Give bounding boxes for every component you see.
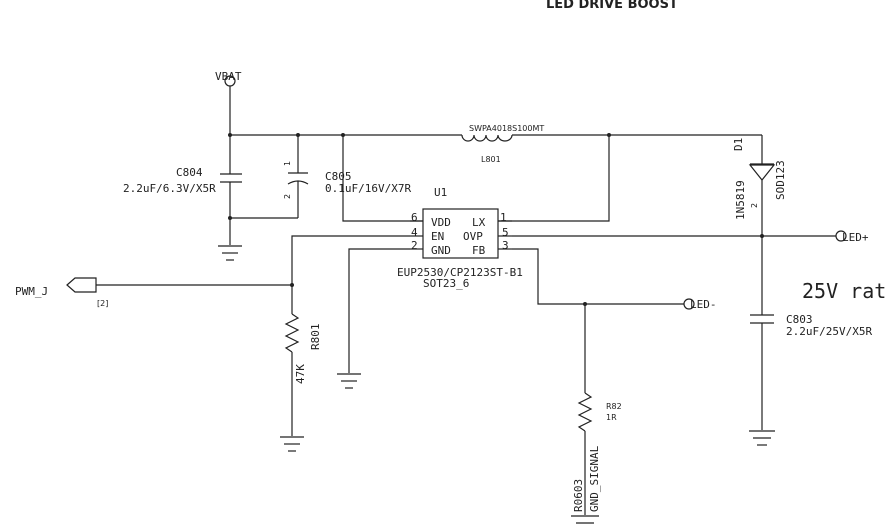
vbat-label: VBAT	[215, 70, 242, 83]
u1-ref: U1	[434, 186, 447, 199]
u1-pin-en: EN	[431, 230, 444, 243]
pwm-ref: [2]	[97, 299, 108, 308]
c803-ground	[749, 430, 775, 446]
r801-resistor	[284, 285, 300, 436]
d1-ref: D1	[732, 138, 745, 151]
c804-capacitor	[220, 135, 242, 245]
c803-capacitor	[750, 236, 774, 430]
u1-pin-vdd: VDD	[431, 216, 451, 229]
u1-part: EUP2530/CP2123ST-B1	[397, 266, 523, 279]
gnd-signal-label: GND_SIGNAL	[588, 445, 601, 512]
c805-ref: C805	[325, 170, 352, 183]
c803-ref: C803	[786, 313, 813, 326]
c804-value: 2.2uF/6.3V/X5R	[123, 182, 216, 195]
l801-ref: L801	[481, 155, 501, 164]
r82-ref: R82	[606, 402, 622, 411]
pwm-label: PWM_J	[15, 285, 48, 298]
u1-package: SOT23_6	[423, 277, 469, 290]
r82-resistor	[577, 304, 593, 515]
ic-ground	[337, 373, 361, 389]
u1-pin-num-en: 4	[411, 226, 418, 239]
c805-pin2: 2	[283, 194, 292, 199]
c803-value: 2.2uF/25V/X5R	[786, 325, 872, 338]
c804-ground	[218, 245, 242, 261]
c804-ref: C804	[176, 166, 203, 179]
top-rail-wire	[228, 133, 762, 137]
u1-pin-num-fb: 3	[502, 239, 509, 252]
u1-pin-fb: FB	[472, 244, 486, 257]
c805-pin1: 1	[283, 161, 292, 166]
led-plus-wire	[512, 230, 847, 242]
d1-diode	[748, 135, 776, 236]
led-minus-wire	[512, 248, 695, 310]
u1-ic	[410, 208, 512, 259]
l801-value: SWPA4018S100MT	[469, 124, 544, 133]
u1-pin-num-gnd: 2	[411, 239, 418, 252]
d1-pin2: 2	[750, 203, 759, 208]
pwm-port	[66, 277, 294, 293]
led-plus-label: LED+	[842, 231, 869, 244]
l801-inductor	[461, 134, 513, 142]
d1-part: 1N5819	[734, 180, 747, 220]
u1-pin-num-ovp: 5	[502, 226, 509, 239]
lx-wire	[498, 135, 610, 222]
r801-ground	[280, 436, 304, 452]
vdd-wire	[342, 135, 423, 222]
c805-value: 0.1uF/16V/X7R	[325, 182, 411, 195]
gnd-wire	[348, 248, 410, 373]
en-wire	[291, 235, 410, 285]
d1-package: SOD123	[774, 160, 787, 200]
r82-alt: R0603	[572, 479, 585, 512]
led-minus-label: LED-	[690, 298, 717, 311]
u1-pin-num-vdd: 6	[411, 211, 418, 224]
r801-value: 47K	[294, 364, 307, 384]
c805-capacitor	[230, 135, 309, 219]
r82-ground	[571, 515, 599, 524]
r801-ref: R801	[309, 324, 322, 351]
vbat-net-symbol	[224, 75, 236, 135]
u1-pin-ovp: OVP	[463, 230, 483, 243]
rating-note: 25V rat	[802, 279, 886, 303]
u1-pin-gnd: GND	[431, 244, 451, 257]
r82-value: 1R	[606, 413, 617, 422]
u1-pin-lx: LX	[472, 216, 486, 229]
top-label: LED DRIVE BOOST	[546, 0, 678, 12]
u1-pin-num-lx: 1	[500, 211, 507, 224]
